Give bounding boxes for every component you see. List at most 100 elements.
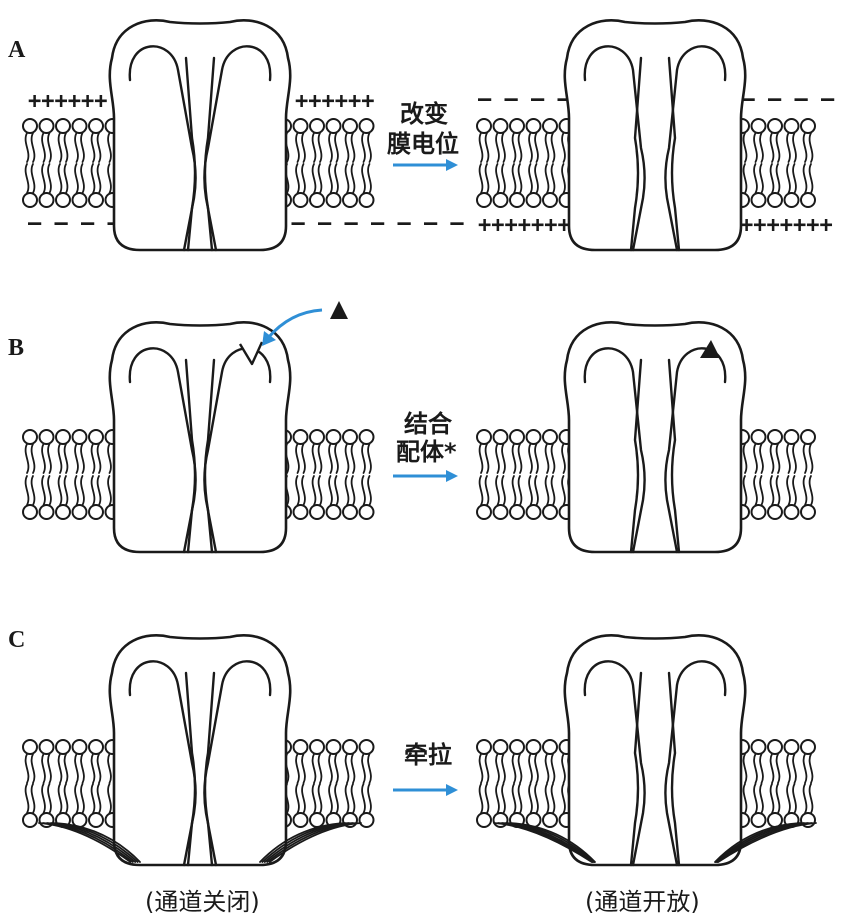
panel-b-action-line-2: 配体* <box>396 438 457 466</box>
lipid-tail <box>742 163 748 194</box>
lipid-head <box>509 118 525 134</box>
lipid-head <box>342 504 358 520</box>
lipid-tail <box>495 783 500 814</box>
lipid-tail <box>544 783 550 814</box>
lipid-head <box>325 192 342 208</box>
channel-subunit-left <box>583 660 646 867</box>
lipid-tail <box>24 163 30 194</box>
lipid-tail <box>30 475 36 506</box>
lipid-tail <box>742 753 748 784</box>
lipid-tail <box>295 753 300 784</box>
lipid-head <box>492 192 509 208</box>
lipid-tail <box>350 132 356 163</box>
lipid-head <box>750 429 767 445</box>
channel-subunit-right <box>664 660 727 867</box>
lipid-tail <box>96 163 102 194</box>
membrane-right-closed-2 <box>276 739 375 828</box>
lipid-head <box>767 429 783 445</box>
lipid-tail <box>344 475 350 506</box>
lipid-head <box>88 118 104 134</box>
lipid-tail <box>334 475 339 506</box>
lipid-tail <box>534 753 539 784</box>
transition-arrow-head-1 <box>446 470 458 482</box>
lipid-head <box>309 504 325 520</box>
lipid-tail <box>517 132 523 163</box>
lipid-tail <box>501 163 506 194</box>
lipid-tail <box>57 443 63 474</box>
lipid-head <box>542 192 558 208</box>
lipid-tail <box>775 443 781 474</box>
lipid-tail <box>328 783 333 814</box>
lipid-head <box>22 739 38 755</box>
lipid-tail <box>742 783 748 814</box>
lipid-tail <box>808 783 814 814</box>
lipid-tail <box>759 783 764 814</box>
tether-right <box>717 822 817 863</box>
lipid-tail <box>90 783 96 814</box>
lipid-head <box>88 739 104 755</box>
lipid-tail <box>361 443 366 474</box>
transition-arrow-head-2 <box>446 784 458 796</box>
lipid-tail <box>495 753 500 784</box>
channel-pore-right <box>667 358 681 554</box>
channel-pore-left <box>629 56 643 252</box>
lipid-head <box>55 118 71 134</box>
lipid-head <box>783 192 800 208</box>
lipid-head <box>325 739 342 755</box>
lipid-tail <box>561 783 566 814</box>
lipid-tail <box>334 443 339 474</box>
lipid-tail <box>550 783 556 814</box>
lipid-tail <box>501 475 506 506</box>
lipid-tail <box>544 163 550 194</box>
lipid-tail <box>317 163 323 194</box>
lipid-tail <box>301 132 306 163</box>
lipid-tail <box>24 443 30 474</box>
lipid-tail <box>334 163 339 194</box>
lipid-head <box>88 812 104 828</box>
channel-outline <box>108 634 292 867</box>
lipid-tail <box>80 753 85 784</box>
lipid-tail <box>808 443 814 474</box>
lipid-tail <box>350 163 356 194</box>
lipid-tail <box>24 753 30 784</box>
lipid-tail <box>63 475 69 506</box>
lipid-tail <box>759 443 764 474</box>
membrane-right-open-0 <box>734 118 816 208</box>
lipid-tail <box>295 475 300 506</box>
lipid-head <box>342 118 358 134</box>
lipid-tail <box>107 475 112 506</box>
lipid-head <box>492 118 509 134</box>
lipid-tail <box>107 753 112 784</box>
lipid-head <box>476 812 492 828</box>
lipid-head <box>358 739 375 755</box>
lipid-tail <box>80 783 85 814</box>
lipid-tail <box>80 132 85 163</box>
lipid-tail <box>484 132 490 163</box>
lipid-head <box>476 504 492 520</box>
lipid-tail <box>295 132 300 163</box>
lipid-tail <box>80 443 85 474</box>
lipid-head <box>800 429 816 445</box>
lipid-tail <box>561 443 566 474</box>
lipid-tail <box>802 753 808 784</box>
lipid-tail <box>74 475 79 506</box>
channel-pore-left <box>184 358 197 554</box>
lipid-head <box>358 812 375 828</box>
lipid-tail <box>808 163 814 194</box>
lipid-head <box>309 192 325 208</box>
lipid-tail <box>484 475 490 506</box>
panel-a-action-line-2: 膜电位 <box>386 130 459 158</box>
lipid-head <box>55 504 71 520</box>
lipid-tail <box>550 753 556 784</box>
lipid-tail <box>759 132 764 163</box>
lipid-tail <box>361 475 366 506</box>
lipid-tail <box>478 783 484 814</box>
lipid-tail <box>759 475 764 506</box>
lipid-tail <box>544 132 550 163</box>
lipid-head <box>750 504 767 520</box>
tether-left <box>38 822 132 863</box>
lipid-tail <box>57 132 63 163</box>
lipid-head <box>342 429 358 445</box>
lipid-tail <box>301 443 306 474</box>
